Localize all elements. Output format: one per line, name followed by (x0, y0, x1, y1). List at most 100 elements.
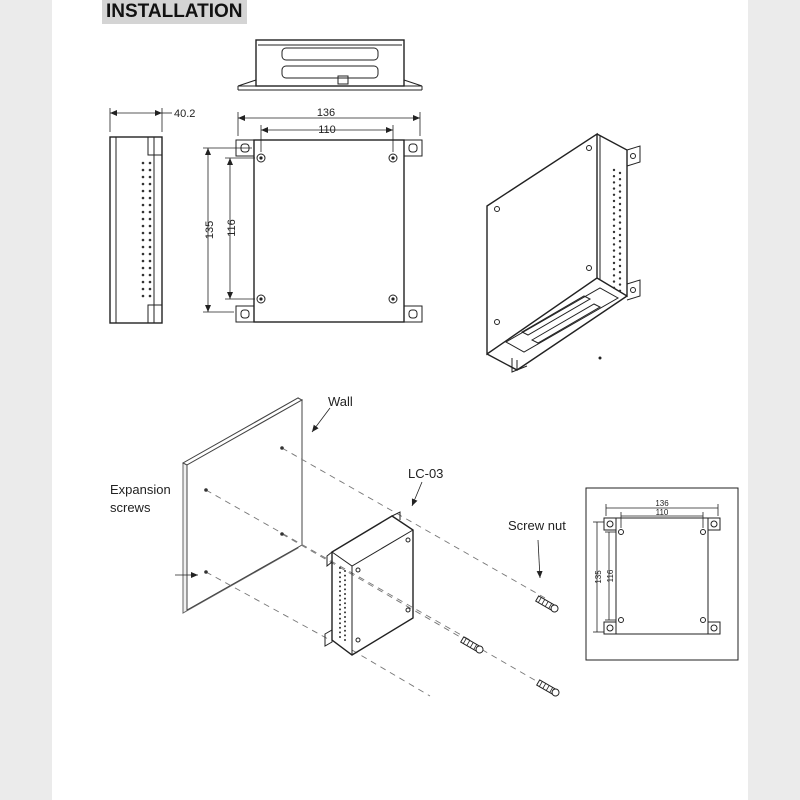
page-title: INSTALLATION (102, 0, 247, 24)
vent-hole (618, 221, 622, 224)
vent-hole (612, 212, 616, 215)
vent-hole (339, 590, 341, 592)
vent-hole (148, 245, 152, 249)
lc03-device (324, 511, 414, 656)
vent-hole (618, 277, 622, 280)
vent-hole (618, 252, 622, 255)
vent-hole (141, 280, 145, 284)
screw-bolts (460, 595, 560, 697)
vent-hole (612, 187, 616, 190)
vent-holes (612, 168, 622, 292)
vent-hole (148, 273, 152, 277)
vent-hole (618, 233, 622, 237)
vent-hole (618, 283, 622, 286)
vent-hole (141, 259, 145, 263)
vent-hole (618, 178, 622, 181)
inset-outer-height: 135 (594, 570, 603, 584)
inset-inner-height: 116 (606, 569, 615, 582)
vent-hole (148, 217, 152, 221)
vent-hole (141, 189, 145, 193)
vent-hole (141, 294, 145, 298)
vent-hole (344, 620, 346, 623)
vent-hole (618, 171, 622, 175)
vent-hole (141, 245, 145, 249)
top-view (237, 39, 423, 91)
vent-hole (618, 215, 622, 218)
vent-hole (339, 594, 341, 597)
vent-hole (141, 161, 145, 165)
vent-hole (339, 580, 341, 583)
screws-label: screws (110, 500, 151, 515)
vent-hole (612, 286, 616, 289)
vent-hole (612, 274, 616, 277)
vent-hole (612, 249, 616, 252)
vent-hole (618, 240, 622, 243)
vent-hole (339, 631, 341, 634)
vent-hole (339, 603, 341, 606)
vent-hole (141, 273, 145, 277)
mounting-guide-lines (205, 447, 546, 697)
vent-hole (148, 161, 152, 165)
vent-hole (612, 206, 616, 209)
vent-hole (141, 238, 145, 242)
vent-hole (344, 625, 346, 628)
vent-hole (339, 571, 341, 574)
drawing-sheet (52, 0, 748, 800)
vent-hole (612, 261, 616, 265)
vent-hole (141, 203, 145, 207)
outer-height-dimension: 135 (204, 221, 216, 239)
vent-hole (618, 196, 622, 199)
vent-hole (339, 576, 341, 579)
vent-hole (339, 636, 341, 638)
vent-hole (148, 224, 152, 228)
wall-panel (181, 397, 304, 614)
vent-hole (612, 268, 616, 271)
vent-hole (148, 252, 152, 256)
inset-panel (585, 487, 739, 661)
depth-dimension: 40.2 (174, 108, 195, 120)
vent-hole (612, 243, 616, 246)
outer-width-dimension: 136 (317, 107, 335, 119)
vent-hole (339, 599, 341, 602)
vent-hole (344, 593, 346, 595)
vent-hole (141, 210, 145, 214)
vent-hole (612, 199, 616, 203)
vent-hole (141, 224, 145, 228)
vent-hole (618, 190, 622, 193)
vent-hole (618, 202, 622, 206)
vent-hole (618, 258, 622, 261)
vent-hole (339, 608, 341, 611)
vent-hole (344, 583, 346, 586)
expansion-label: Expansion (110, 482, 171, 497)
vent-hole (141, 168, 145, 172)
vent-hole (339, 613, 341, 615)
inner-height-dimension: 116 (226, 219, 238, 237)
screw-nut-label: Screw nut (508, 518, 566, 533)
vent-hole (618, 227, 622, 230)
vent-hole (339, 626, 341, 629)
side-view (109, 108, 172, 324)
inner-width-dimension: 110 (318, 124, 336, 136)
vent-hole (344, 611, 346, 614)
vent-hole (618, 209, 622, 212)
vent-hole (612, 175, 616, 178)
front-view (203, 112, 423, 323)
vent-hole (141, 175, 145, 179)
vent-hole (148, 294, 152, 298)
vent-hole (344, 602, 346, 605)
vent-hole (344, 570, 346, 572)
vent-hole (344, 629, 346, 632)
vent-hole (344, 634, 346, 637)
vent-hole (141, 217, 145, 221)
vent-hole (612, 218, 616, 221)
vent-hole (344, 606, 346, 609)
vent-hole (344, 639, 346, 641)
vent-hole (148, 259, 152, 263)
vent-hole (339, 617, 341, 620)
vent-hole (344, 579, 346, 582)
vent-hole (148, 210, 152, 214)
vent-hole (148, 231, 152, 235)
vent-hole (344, 616, 346, 618)
vent-hole (618, 289, 622, 292)
